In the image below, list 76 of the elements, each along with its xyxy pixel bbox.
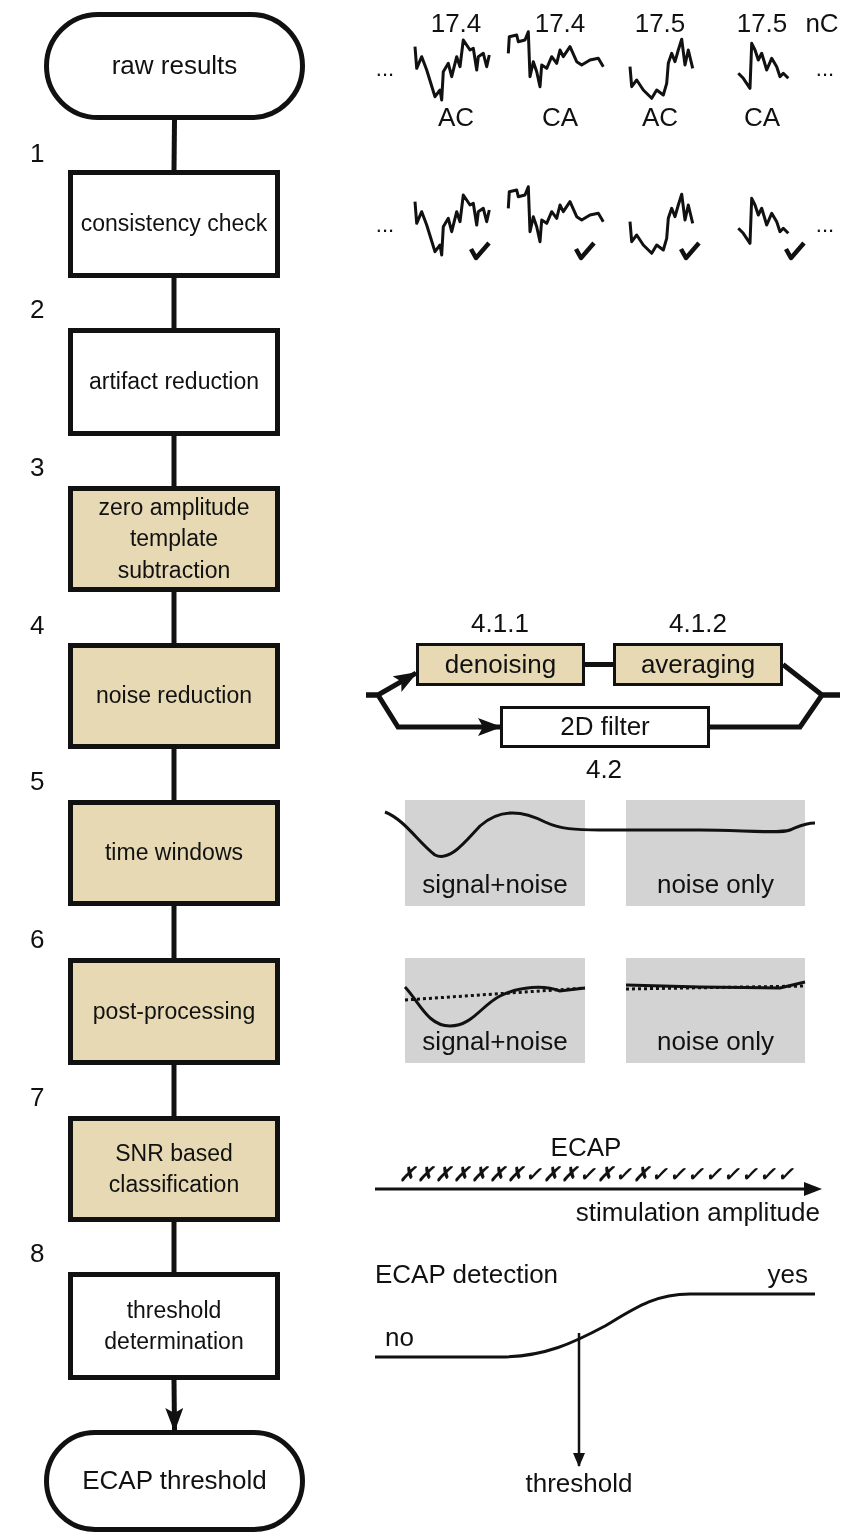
time-window-panel bbox=[405, 958, 585, 1063]
node-text: SNR based classification bbox=[107, 1138, 241, 1199]
node-text: 2D filter bbox=[560, 710, 650, 744]
ellipsis: ... bbox=[815, 55, 835, 83]
connector-line bbox=[171, 278, 177, 328]
process-box bbox=[68, 328, 280, 436]
step-number: 2 bbox=[30, 294, 45, 324]
connector-line bbox=[171, 592, 177, 643]
charge-value: 17.4 bbox=[430, 8, 482, 38]
node-text: denoising bbox=[444, 647, 557, 681]
node-text: post-processing bbox=[92, 996, 256, 1026]
step-number: 6 bbox=[30, 924, 45, 954]
process-box bbox=[500, 706, 710, 748]
ellipsis: ... bbox=[375, 55, 395, 83]
node-text: noise only bbox=[656, 1024, 775, 1058]
axis-label: stimulation amplitude bbox=[575, 1197, 820, 1227]
axis-title: ECAP detection bbox=[375, 1259, 559, 1289]
polarity-label: AC bbox=[437, 102, 475, 132]
time-window-panel bbox=[626, 958, 805, 1063]
axis-label: yes bbox=[767, 1259, 808, 1289]
process-box bbox=[416, 643, 585, 686]
node-text: artifact reduction bbox=[89, 367, 259, 397]
ellipsis: ... bbox=[815, 211, 835, 239]
step-number: 7 bbox=[30, 1082, 45, 1112]
process-box bbox=[613, 643, 783, 686]
axis-title: ECAP bbox=[550, 1132, 622, 1162]
node-text: noise only bbox=[656, 867, 775, 901]
node-text: averaging bbox=[640, 647, 756, 681]
step-number: 4 bbox=[30, 610, 45, 640]
classification-marks: ✗✗✗✗✗✗✗✓✗✗✓✗✓✗✓✓✓✓✓✓✓✓ bbox=[399, 1162, 795, 1187]
connector-line bbox=[171, 1065, 177, 1116]
connector-line bbox=[585, 662, 613, 667]
step-number: 8 bbox=[30, 1238, 45, 1268]
step-number: 3 bbox=[30, 452, 45, 482]
node-text: raw results bbox=[111, 49, 238, 83]
arrow bbox=[165, 1379, 184, 1432]
connector-line bbox=[710, 692, 840, 730]
connector-line bbox=[171, 1222, 177, 1272]
node-text: threshold determination bbox=[103, 1295, 245, 1356]
process-box bbox=[68, 800, 280, 906]
node-text: threshold bbox=[525, 1467, 633, 1501]
arrow bbox=[366, 692, 502, 736]
process-box bbox=[68, 1272, 280, 1380]
node-text: signal+noise bbox=[422, 1024, 568, 1058]
charge-value: 17.5 bbox=[634, 8, 686, 38]
connector-line bbox=[171, 119, 177, 171]
unit-label: nC bbox=[805, 8, 839, 38]
axis-label: no bbox=[385, 1322, 414, 1352]
process-box bbox=[68, 958, 280, 1065]
node-text: noise reduction bbox=[96, 681, 252, 711]
process-box bbox=[68, 170, 280, 278]
time-window-panel bbox=[626, 800, 805, 906]
node-text: signal+noise bbox=[422, 867, 568, 901]
charge-value: 17.4 bbox=[534, 8, 586, 38]
node-text: consistency check bbox=[80, 209, 268, 239]
process-box bbox=[68, 643, 280, 749]
process-box bbox=[68, 486, 280, 592]
step-number: 4.2 bbox=[585, 754, 623, 784]
step-number: 4.1.2 bbox=[669, 608, 727, 638]
node-text: zero amplitude template subtraction bbox=[97, 493, 251, 585]
node-text: time windows bbox=[104, 838, 243, 868]
step-number: 1 bbox=[30, 138, 45, 168]
polarity-label: AC bbox=[641, 102, 679, 132]
polarity-label: CA bbox=[743, 102, 781, 132]
connector-line bbox=[171, 906, 177, 958]
connector-line bbox=[171, 436, 177, 486]
charge-value: 17.5 bbox=[736, 8, 788, 38]
step-number: 5 bbox=[30, 766, 45, 796]
step-number: 4.1.1 bbox=[471, 608, 529, 638]
node-text: ECAP threshold bbox=[82, 1464, 267, 1498]
time-window-panel bbox=[405, 800, 585, 906]
ellipsis: ... bbox=[375, 211, 395, 239]
polarity-label: CA bbox=[541, 102, 579, 132]
arrow bbox=[573, 1333, 585, 1467]
connector-line bbox=[171, 749, 177, 800]
process-box bbox=[68, 1116, 280, 1222]
